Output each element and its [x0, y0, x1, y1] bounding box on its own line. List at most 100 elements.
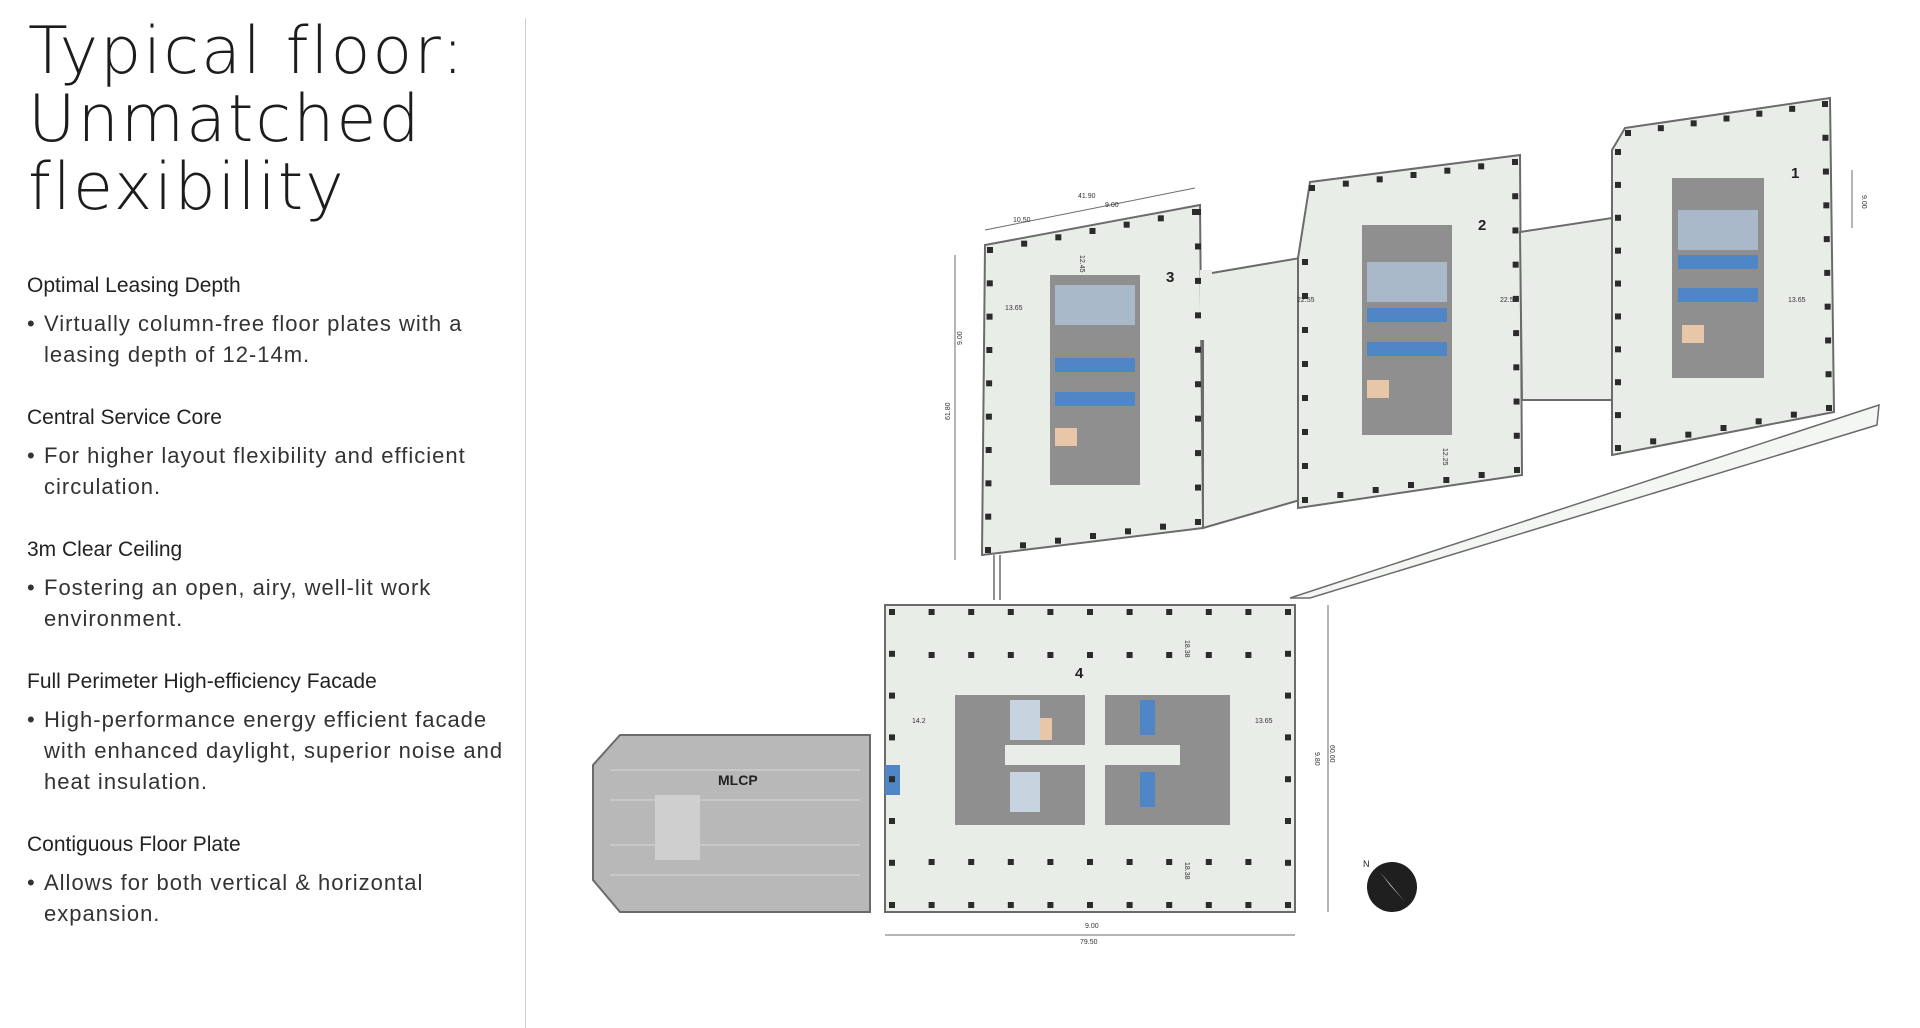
feature-description: Allows for both vertical & horizontal ex…: [27, 867, 507, 929]
feature-item: Contiguous Floor Plate Allows for both v…: [27, 832, 507, 929]
column-marker: [1166, 902, 1173, 908]
column-marker: [1160, 523, 1166, 530]
column-marker: [1195, 209, 1201, 215]
column-marker: [1615, 280, 1621, 287]
column-marker: [968, 859, 975, 865]
column-marker: [1195, 346, 1201, 353]
info-panel: Typical floor: Unmatched flexibility Opt…: [0, 0, 525, 1021]
mlcp-label: MLCP: [718, 772, 758, 788]
column-marker: [1125, 528, 1131, 535]
column-marker: [1007, 902, 1014, 908]
dimension-label: 9.00: [1085, 923, 1099, 930]
feature-description: High-performance energy efficient facade…: [27, 704, 507, 797]
column-marker: [1195, 450, 1201, 457]
column-marker: [1007, 609, 1014, 615]
tower-2-core: [1362, 225, 1452, 435]
column-marker: [889, 734, 895, 741]
lift-bank: [1055, 392, 1135, 406]
mlcp-building: [592, 734, 900, 913]
feature-item: 3m Clear Ceiling Fostering an open, airy…: [27, 537, 507, 634]
dimension-label: 22.55: [1500, 297, 1518, 304]
column-marker: [1285, 650, 1291, 657]
column-marker: [1824, 269, 1831, 276]
tower-label: 1: [1791, 165, 1799, 182]
dimension-label: 79.50: [1080, 939, 1098, 946]
column-marker: [1285, 776, 1291, 783]
column-marker: [1309, 185, 1315, 191]
column-marker: [1302, 497, 1308, 503]
column-marker: [1615, 346, 1621, 353]
column-marker: [1285, 859, 1291, 866]
column-marker: [889, 859, 895, 866]
feature-list: Optimal Leasing Depth Virtually column-f…: [27, 273, 507, 964]
title-line-2: Unmatched: [28, 82, 422, 157]
column-marker: [1822, 168, 1829, 175]
column-marker: [1615, 214, 1621, 221]
column-marker: [985, 547, 991, 553]
column-marker: [1205, 609, 1212, 615]
lift-bank: [1678, 288, 1758, 302]
dimension-label: 9.00: [957, 331, 964, 345]
column-marker: [1302, 361, 1308, 367]
column-marker: [1055, 234, 1062, 241]
column-marker: [1372, 487, 1379, 493]
column-marker: [986, 313, 993, 320]
feature-heading: Optimal Leasing Depth: [27, 274, 241, 297]
column-marker: [1443, 477, 1450, 483]
column-marker: [1087, 652, 1093, 658]
column-marker: [1625, 130, 1631, 136]
column-marker: [1090, 533, 1096, 539]
column-marker: [1478, 163, 1485, 170]
column-marker: [1302, 259, 1308, 265]
column-marker: [986, 280, 993, 287]
column-marker: [1195, 243, 1201, 250]
column-marker: [1302, 327, 1308, 333]
dimension-label: 10.50: [1013, 217, 1031, 224]
lift-bank: [1367, 342, 1447, 356]
column-marker: [1166, 609, 1173, 615]
column-marker: [1513, 364, 1520, 371]
column-marker: [968, 902, 975, 908]
column-marker: [1756, 110, 1763, 117]
feature-description: Virtually column-free floor plates with …: [27, 308, 507, 370]
column-marker: [1302, 463, 1308, 469]
tower-1-floorplate: [1611, 96, 1836, 457]
column-marker: [1512, 227, 1519, 234]
column-marker: [1047, 902, 1054, 908]
column-marker: [1376, 176, 1383, 183]
column-marker: [1302, 395, 1308, 401]
column-marker: [1047, 652, 1054, 658]
column-marker: [1513, 330, 1520, 337]
column-marker: [1021, 240, 1028, 247]
page-title: Typical floor: Unmatched flexibility: [28, 18, 466, 222]
column-marker: [889, 650, 895, 657]
column-marker: [1047, 859, 1054, 865]
column-marker: [1205, 652, 1212, 658]
column-marker: [985, 447, 992, 453]
north-compass: N: [1363, 859, 1417, 912]
column-marker: [1823, 202, 1830, 209]
column-marker: [1723, 115, 1730, 122]
link-bridge: [993, 403, 1880, 600]
column-marker: [968, 609, 975, 615]
feature-heading: Full Perimeter High-efficiency Facade: [27, 670, 377, 693]
dimension-label: 18.38: [1183, 862, 1190, 880]
tower-2-floorplate: [1297, 153, 1524, 510]
column-marker: [987, 247, 993, 253]
column-marker: [1825, 371, 1832, 378]
column-marker: [1408, 482, 1414, 488]
column-marker: [889, 776, 895, 783]
tower-4-floorplate: [884, 604, 1296, 913]
column-marker: [889, 818, 895, 824]
column-marker: [1826, 405, 1832, 411]
feature-item: Central Service Core For higher layout f…: [27, 405, 507, 502]
dimension-lines: [885, 170, 1853, 936]
column-marker: [1007, 859, 1014, 865]
column-marker: [1087, 902, 1093, 908]
title-line-3: flexibility: [28, 150, 346, 225]
column-marker: [1410, 172, 1417, 178]
column-marker: [1245, 859, 1252, 865]
column-marker: [1720, 425, 1727, 431]
column-marker: [986, 347, 993, 353]
column-marker: [1166, 652, 1173, 658]
